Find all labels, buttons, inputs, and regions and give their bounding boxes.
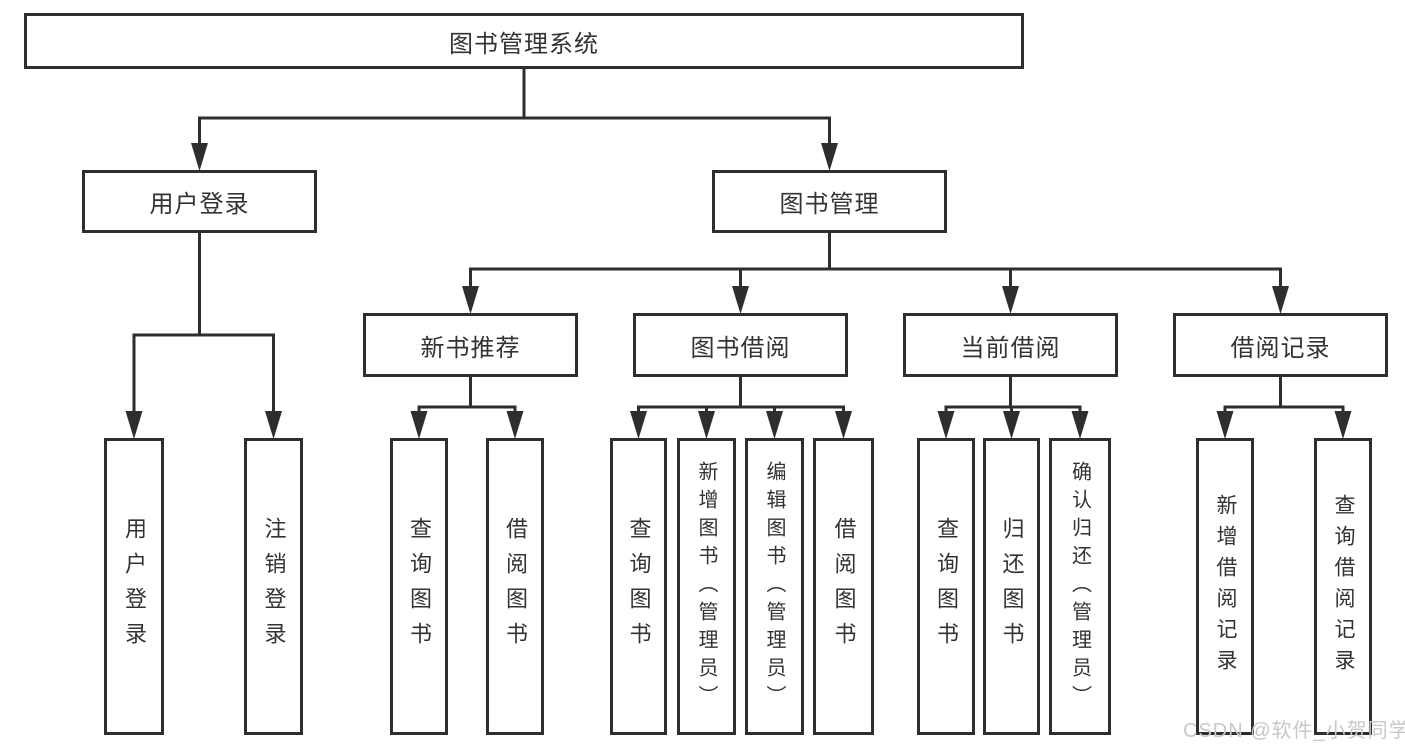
node-add-books-admin: 新增图书（管理员） bbox=[677, 438, 736, 735]
arrowhead-icon bbox=[766, 411, 783, 439]
node-add-borrowing-record: 新增借阅记录 bbox=[1196, 438, 1254, 735]
node-label-add-borrowing-record: 新增借阅记录 bbox=[1214, 493, 1237, 680]
node-label-current-borrowing: 当前借阅 bbox=[960, 334, 1061, 362]
node-label-query-borrowing-record: 查询借阅记录 bbox=[1332, 493, 1355, 680]
node-label-borrowing-records: 借阅记录 bbox=[1230, 334, 1331, 362]
arrowhead-icon bbox=[265, 411, 282, 439]
node-edit-books-admin: 编辑图书（管理员） bbox=[745, 438, 804, 735]
arrowhead-icon bbox=[191, 143, 208, 171]
node-user-login: 用户登录 bbox=[82, 170, 317, 233]
node-query-books-current: 查询图书 bbox=[917, 438, 975, 735]
node-logout-action: 注销登录 bbox=[244, 438, 303, 735]
node-book-borrowing: 图书借阅 bbox=[633, 313, 848, 377]
node-user-login-action: 用户登录 bbox=[104, 438, 164, 735]
node-query-borrowing-record: 查询借阅记录 bbox=[1314, 438, 1372, 735]
node-label-new-book-recommend: 新书推荐 bbox=[420, 334, 521, 362]
node-return-books: 归还图书 bbox=[983, 438, 1040, 735]
node-label-book-borrowing: 图书借阅 bbox=[690, 334, 791, 362]
arrowhead-icon bbox=[410, 411, 428, 439]
arrowhead-icon bbox=[1272, 286, 1289, 314]
node-confirm-return-admin: 确认归还（管理员） bbox=[1049, 438, 1111, 735]
arrowhead-icon bbox=[1334, 411, 1352, 439]
node-label-borrow-books-borrowing: 借阅图书 bbox=[831, 516, 857, 657]
arrowhead-icon bbox=[732, 286, 749, 314]
node-new-book-recommend: 新书推荐 bbox=[363, 313, 578, 377]
node-label-return-books: 归还图书 bbox=[999, 516, 1025, 657]
node-root: 图书管理系统 bbox=[24, 13, 1024, 69]
node-current-borrowing: 当前借阅 bbox=[903, 313, 1118, 377]
arrowhead-icon bbox=[125, 411, 143, 439]
node-label-edit-books-admin: 编辑图书（管理员） bbox=[763, 460, 785, 713]
node-label-confirm-return-admin: 确认归还（管理员） bbox=[1068, 460, 1091, 713]
node-borrow-books-borrowing: 借阅图书 bbox=[813, 438, 874, 735]
node-book-management: 图书管理 bbox=[712, 170, 947, 233]
node-query-books-recommend: 查询图书 bbox=[390, 438, 448, 735]
arrowhead-icon bbox=[821, 143, 838, 171]
arrowhead-icon bbox=[506, 411, 524, 439]
arrowhead-icon bbox=[937, 411, 955, 439]
node-label-user-login: 用户登录 bbox=[149, 191, 250, 218]
node-label-book-management: 图书管理 bbox=[779, 191, 880, 218]
arrowhead-icon bbox=[630, 411, 647, 439]
node-query-books-borrowing: 查询图书 bbox=[610, 438, 667, 735]
arrowhead-icon bbox=[698, 411, 715, 439]
node-label-root: 图书管理系统 bbox=[449, 30, 599, 58]
node-label-borrow-books-recommend: 借阅图书 bbox=[503, 516, 528, 657]
arrowhead-icon bbox=[1071, 411, 1089, 439]
node-label-logout-action: 注销登录 bbox=[261, 516, 287, 657]
arrowhead-icon bbox=[835, 411, 852, 439]
node-label-user-login-action: 用户登录 bbox=[122, 516, 147, 657]
node-label-query-books-recommend: 查询图书 bbox=[407, 516, 432, 657]
arrowhead-icon bbox=[1002, 286, 1019, 314]
node-borrowing-records: 借阅记录 bbox=[1173, 313, 1388, 377]
node-borrow-books-recommend: 借阅图书 bbox=[486, 438, 544, 735]
watermark: CSDN @软件_小贺同学 bbox=[1183, 720, 1405, 742]
arrowhead-icon bbox=[1003, 411, 1020, 439]
node-label-query-books-current: 查询图书 bbox=[934, 516, 959, 657]
node-label-query-books-borrowing: 查询图书 bbox=[626, 516, 652, 657]
arrowhead-icon bbox=[1216, 411, 1234, 439]
arrowhead-icon bbox=[462, 286, 479, 314]
node-label-add-books-admin: 新增图书（管理员） bbox=[695, 460, 717, 713]
